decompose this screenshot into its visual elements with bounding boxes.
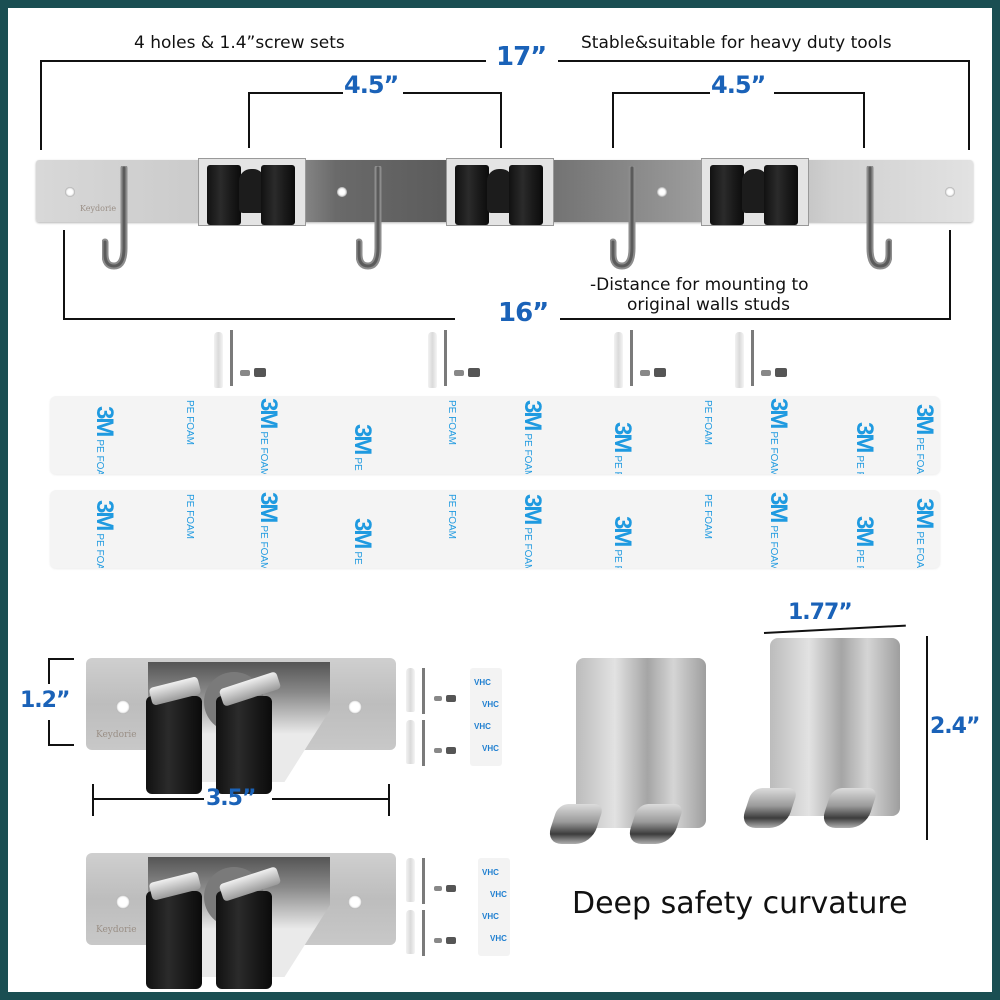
clip-width-line-right [272, 798, 390, 800]
clip-height-label: 1.2” [20, 688, 70, 713]
mount-hole-4 [945, 187, 955, 197]
adhesive-tape-strip-2: 3MPE FOAM PE FOAM 3MPE FOAM 3MPE FOAM PE… [50, 490, 940, 568]
mount-distance-line-right [560, 318, 951, 320]
screw-kit-2 [428, 330, 498, 390]
clip-spacing-left-tick-b [500, 92, 502, 148]
j-hook-icon-3 [610, 166, 636, 270]
clip-width-line-left [92, 798, 204, 800]
adhesive-hook-2 [730, 638, 920, 838]
clip-spacing-right-tick-b [863, 92, 865, 148]
clip-holder-2-screw-kit [406, 858, 466, 958]
tool-rail: Keydorie [36, 158, 973, 226]
clip-width-tick-left [92, 784, 94, 816]
clip-holder-1-tape: VHC VHC VHC VHC [470, 668, 502, 766]
clip-width-tick-right [388, 784, 390, 816]
overall-length-line-right [558, 60, 970, 62]
j-hook-icon-2 [356, 166, 382, 270]
mount-distance-caption-line2: original walls studs [627, 295, 790, 315]
hook-width-line [763, 624, 906, 634]
hook-height-line [926, 636, 928, 840]
mount-hole-3 [657, 187, 667, 197]
clip-holder-1-screw-kit [406, 668, 466, 768]
screw-kit-1 [214, 330, 284, 390]
mount-distance-tick-right [949, 230, 951, 320]
clip-height-bracket-top [48, 658, 74, 660]
clip-holder-1: Keydorie [86, 658, 396, 798]
mop-clip-2 [446, 158, 554, 226]
mount-distance-tick-left [63, 230, 65, 320]
clip-height-bracket-bottom [48, 744, 74, 746]
screw-kit-4 [735, 330, 805, 390]
hook-height-label: 2.4” [930, 714, 980, 739]
j-hook-icon-1 [102, 166, 128, 270]
overall-length-label: 17” [496, 42, 547, 72]
screw-kit-3 [614, 330, 684, 390]
clip-spacing-right-line-a [612, 92, 710, 94]
mount-hole-2 [337, 187, 347, 197]
clip-spacing-right-label: 4.5” [711, 71, 766, 99]
mount-distance-label: 16” [498, 298, 549, 328]
brand-logo: Keydorie [80, 204, 117, 213]
mount-distance-line-left [63, 318, 455, 320]
heavy-duty-caption: Stable&suitable for heavy duty tools [581, 33, 892, 53]
clip-holder-2: Keydorie [86, 853, 396, 993]
clip-spacing-right-line-b [774, 92, 865, 94]
overall-length-tick-left [40, 60, 42, 150]
clip-spacing-right-tick-a [612, 92, 614, 148]
overall-length-tick-right [968, 60, 970, 150]
clip-spacing-left-line-a [248, 92, 343, 94]
adhesive-hook-1 [542, 658, 722, 858]
j-hook-icon-4 [866, 166, 892, 270]
product-infographic: 4 holes & 1.4”screw sets Stable&suitable… [8, 8, 992, 992]
curvature-caption: Deep safety curvature [572, 886, 908, 921]
adhesive-tape-strip-1: 3MPE FOAM PE FOAM 3MPE FOAM 3MPE FOAM PE… [50, 396, 940, 474]
mop-clip-1 [198, 158, 306, 226]
mop-clip-3 [701, 158, 809, 226]
clip-holder-2-tape: VHC VHC VHC VHC [478, 858, 510, 956]
clip-spacing-left-label: 4.5” [344, 71, 399, 99]
mount-hole-1 [65, 187, 75, 197]
overall-length-line-left [40, 60, 486, 62]
clip-spacing-left-tick-a [248, 92, 250, 148]
mount-distance-caption-line1: -Distance for mounting to [590, 275, 809, 295]
clip-spacing-left-line-b [403, 92, 502, 94]
clip-width-label: 3.5” [206, 786, 256, 811]
hook-width-label: 1.77” [788, 600, 853, 625]
screw-sets-caption: 4 holes & 1.4”screw sets [134, 33, 345, 53]
